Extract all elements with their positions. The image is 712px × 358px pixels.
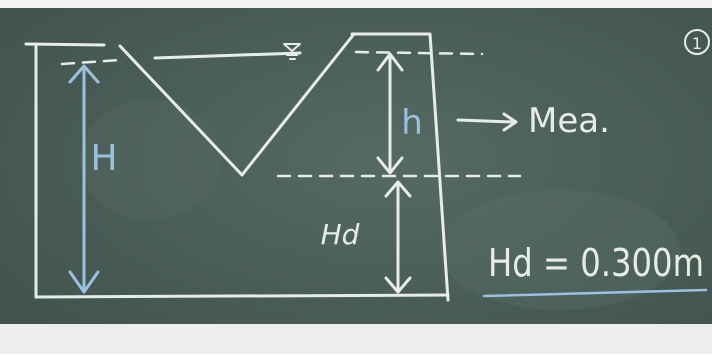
tank-floor xyxy=(34,293,450,299)
crest-height-equation: Hd = 0.300m xyxy=(488,241,704,285)
notch-height-arrow-top xyxy=(376,52,404,72)
equation-underline xyxy=(482,288,708,298)
notch-height-arrow-bottom xyxy=(376,156,404,175)
right-wall-inner xyxy=(350,32,450,302)
page-number: 1 xyxy=(692,34,702,53)
head-arrow-top xyxy=(68,64,100,84)
measure-note: Mea. xyxy=(528,101,610,141)
erased-smudge xyxy=(440,190,680,310)
measure-arrow xyxy=(456,118,516,124)
top-water-level-dash-left xyxy=(60,58,122,66)
top-left-edge xyxy=(24,42,106,47)
head-arrow-bottom xyxy=(68,270,100,294)
board-top-border xyxy=(0,0,712,8)
measure-arrowhead xyxy=(502,112,518,132)
crest-height-arrow-bottom xyxy=(384,276,412,294)
notch-height-label: h xyxy=(401,103,423,143)
water-surface xyxy=(153,51,302,60)
water-surface-marker-ticks xyxy=(286,54,298,60)
erased-smudge xyxy=(80,100,220,220)
page-number-circle xyxy=(684,29,710,55)
v-notch xyxy=(118,32,356,177)
head-label: H xyxy=(90,138,117,179)
crest-height-label: Hd xyxy=(321,218,360,251)
board-bottom-border xyxy=(0,324,712,354)
crest-height-arrow-top xyxy=(384,180,412,198)
top-water-level-dash-right xyxy=(354,50,484,56)
water-surface-marker xyxy=(283,43,301,52)
